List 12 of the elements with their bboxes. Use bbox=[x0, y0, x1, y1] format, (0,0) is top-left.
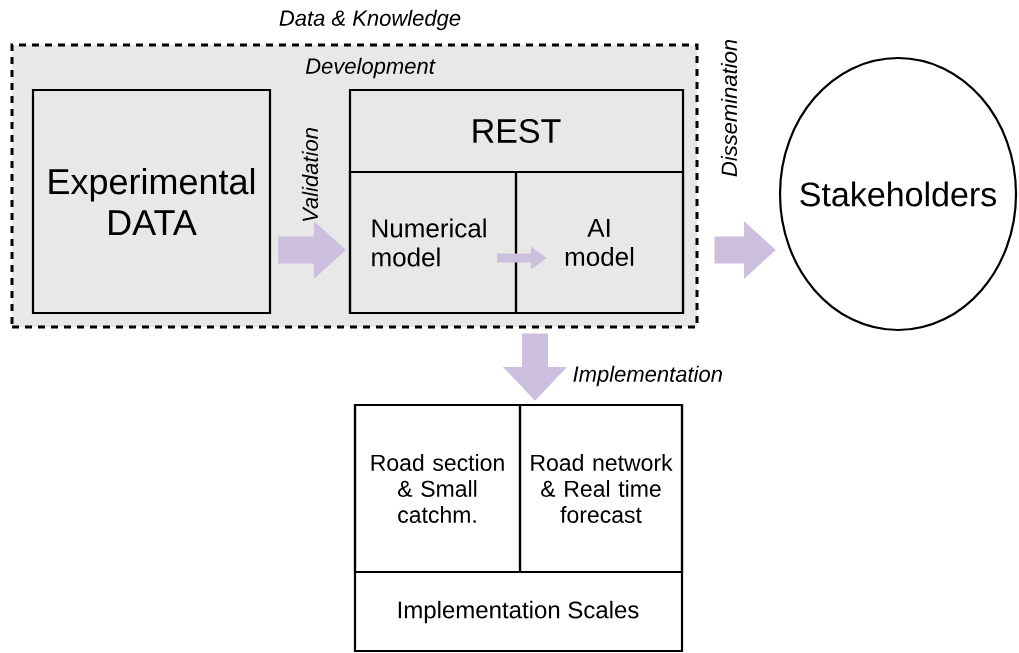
scale-cell: Road section & Small catchm. bbox=[353, 403, 522, 574]
scale-cell: Road network & Real time forecast bbox=[518, 403, 684, 574]
edge-label: Implementation bbox=[573, 365, 722, 387]
model-cell: Numerical model bbox=[348, 170, 518, 315]
model-cell: AI model bbox=[514, 170, 685, 315]
edge-label: Validation bbox=[301, 128, 319, 221]
edge-label: Dissemination bbox=[720, 39, 738, 177]
group-title: Data & Knowledge bbox=[279, 9, 461, 31]
data-box: Experimental DATA bbox=[31, 88, 272, 315]
box-heading: REST bbox=[473, 118, 561, 144]
group-title: Development bbox=[305, 57, 436, 79]
box-heading: Implementation Scales bbox=[398, 600, 639, 624]
